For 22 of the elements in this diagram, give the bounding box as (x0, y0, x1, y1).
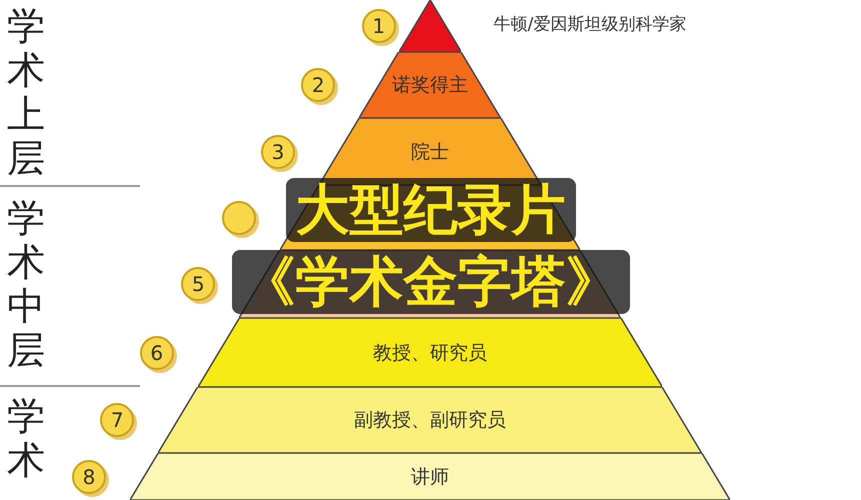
side-label: 学术中层 (6, 196, 46, 372)
tier-label: 诺奖得主 (392, 73, 468, 98)
tier-label: 院士 (411, 140, 449, 164)
pyramid-tier (198, 318, 662, 387)
overlay-title: 《学术金字塔》 (232, 250, 630, 314)
pyramid-tier (158, 387, 702, 453)
tier-label: 讲师 (411, 464, 449, 490)
pyramid-tier (359, 52, 501, 118)
callout-number: 8 (72, 460, 106, 494)
callout-number: 1 (362, 9, 396, 43)
callout-number: 5 (181, 267, 216, 301)
tier-label: 牛顿/爱因斯坦级别科学家 (494, 14, 686, 36)
callout-number: 2 (301, 68, 336, 102)
tier-label: 教授、研究员 (372, 340, 487, 366)
pyramid-tier (130, 453, 730, 500)
tier-label: 副教授、副研究员 (354, 408, 506, 433)
side-label: 学术 (6, 394, 46, 482)
callout-number: 6 (140, 336, 174, 370)
side-label: 学术上层 (6, 4, 46, 180)
overlay-title: 大型纪录片 (286, 178, 576, 242)
callout-number: 3 (261, 134, 295, 168)
callout-number: 7 (100, 403, 134, 437)
